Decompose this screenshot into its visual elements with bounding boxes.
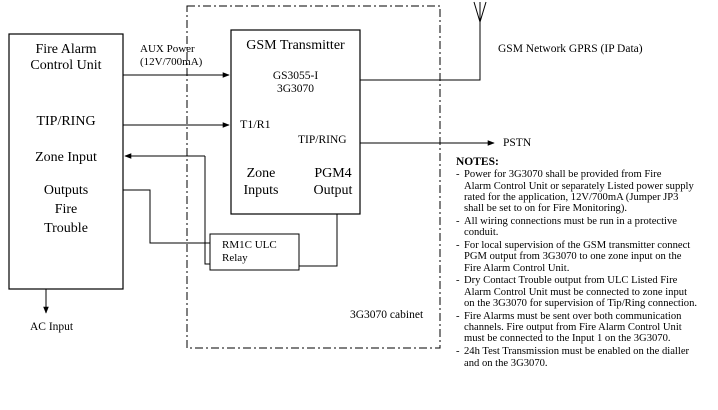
note-bullet: - [456,275,460,287]
note-line: and on the 3G3070. [464,357,548,369]
note-line: on the 3G3070 for supervision of Tip/Rin… [464,298,698,310]
note-line: All wiring connections must be run in a … [464,215,678,227]
note-line: Dry Contact Trouble output from ULC List… [464,275,678,287]
notes-panel: NOTES: -Power for 3G3070 shall be provid… [456,156,718,370]
gsm-t1r1-label: T1/R1 [240,117,271,131]
note-item: -For local supervision of the GSM transm… [456,240,718,274]
note-line: PGM output from 3G3070 to one zone input… [464,251,682,263]
note-item: -24h Test Transmission must be enabled o… [456,346,718,369]
note-line: rated for the application, 12V/700mA (Ju… [464,191,679,203]
facp-tip-ring-label: TIP/RING [36,114,96,129]
note-bullet: - [456,240,460,252]
note-item: -All wiring connections must be run in a… [456,216,718,239]
facp-title: Fire Alarm Control Unit [30,42,102,74]
gsm-pgm-output-label: PGM4 Output [313,166,353,198]
relay-label: RM1C ULC Relay [222,239,277,264]
note-line: channels. Fire output from Fire Alarm Co… [464,322,682,334]
gsm-box [230,29,361,215]
note-line: Power for 3G3070 shall be provided from … [464,169,662,181]
antenna-icon [473,1,487,23]
gsm-title: GSM Transmitter [246,38,345,53]
note-bullet: - [456,310,460,322]
note-item: -Fire Alarms must be sent over both comm… [456,311,718,345]
network-label: GSM Network GPRS (IP Data) [498,43,643,55]
cabinet-outline [186,5,441,349]
note-line: Alarm Control Unit or separately Listed … [464,180,694,192]
zone-input-return [204,156,210,265]
facp-outputs-label: Outputs Fire Trouble [43,183,89,236]
note-line: For local supervision of the GSM transmi… [464,240,691,252]
gsm-tip-ring-label: TIP/RING [298,134,347,146]
note-line: Alarm Control Unit must be connected to … [464,286,688,298]
pstn-label: PSTN [503,137,532,149]
note-line: shall be set to on for Fire Monitoring). [464,203,628,215]
facp-box [8,33,124,290]
note-bullet: - [456,215,460,227]
aux-power-label: AUX Power (12V/700mA) [140,43,203,68]
outputs-wire [123,189,210,244]
note-line: 24h Test Transmission must be enabled on… [464,346,690,358]
note-line: Fire Alarms must be sent over both commu… [464,310,682,322]
note-item: -Power for 3G3070 shall be provided from… [456,169,718,214]
relay-box [209,233,300,271]
ac-input-label: AC Input [30,321,74,333]
pgm-output-wire [299,214,338,267]
gsm-model: GS3055-I 3G3070 [272,70,319,95]
facp-zone-input-label: Zone Input [35,150,97,165]
note-bullet: - [456,169,460,181]
notes-title: NOTES: [456,156,499,168]
cabinet-label: 3G3070 cabinet [350,309,424,321]
note-bullet: - [456,346,460,358]
note-line: Fire Alarm Control Unit. [464,262,570,274]
notes-list: -Power for 3G3070 shall be provided from… [456,169,718,369]
antenna-wire [360,8,481,81]
note-line: must be connected to the Input 1 on the … [464,333,671,345]
note-item: -Dry Contact Trouble output from ULC Lis… [456,275,718,309]
note-line: conduit. [464,227,499,239]
gsm-zone-inputs-label: Zone Inputs [243,166,279,198]
